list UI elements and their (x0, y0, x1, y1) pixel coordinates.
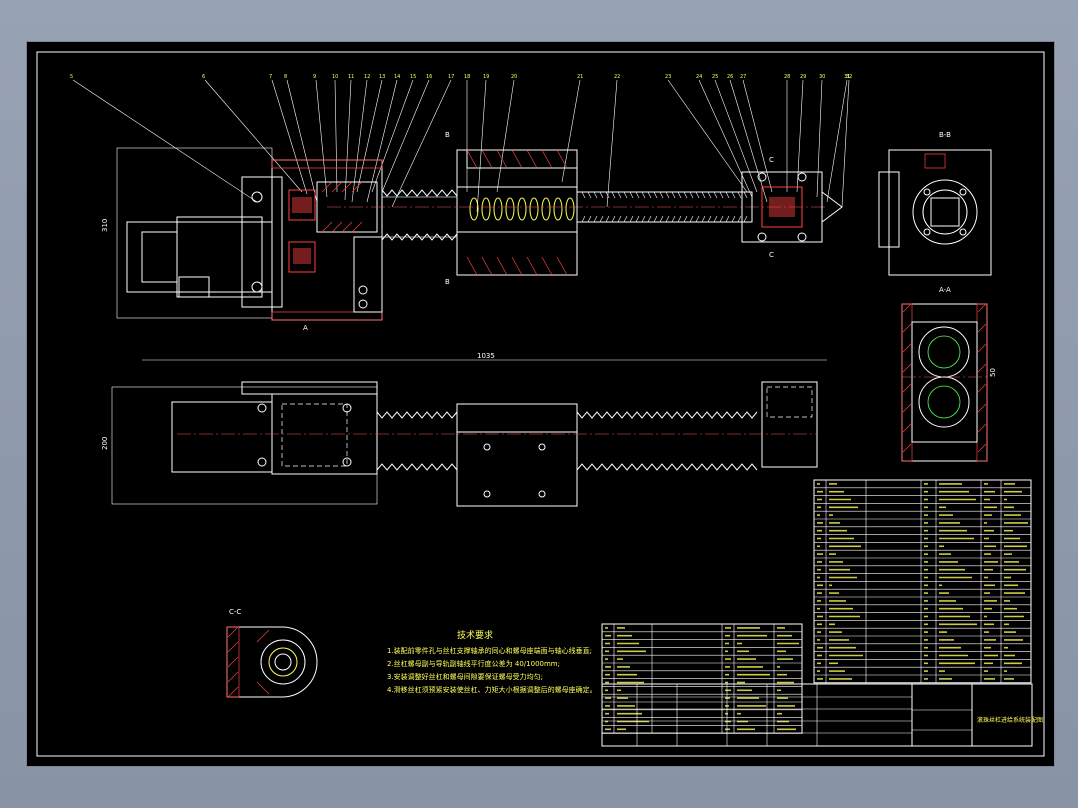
leader-line (742, 79, 773, 193)
inner-border (36, 51, 1045, 757)
dimension-height-left: 310 (101, 219, 109, 232)
ball (469, 197, 479, 221)
section-aa-label: A-A (939, 286, 951, 294)
ball (529, 197, 539, 221)
leader-line (667, 79, 748, 193)
part-balloon: 21 (577, 74, 583, 80)
part-balloon: 9 (313, 74, 316, 80)
parts-list-lower (601, 623, 803, 734)
drawing-sheet: 5 6 7 8 9 10 11 12 13 14 15 16 17 18 19 20 21 22 23 24 25 26 2… (26, 41, 1055, 767)
part-balloon: 12 (364, 74, 370, 80)
part-balloon: 23 (665, 74, 671, 80)
svg-text:A: A (303, 324, 308, 332)
dimension-gap-right: 50 (989, 368, 997, 377)
leader-line (729, 79, 768, 203)
note-2: 2.丝杠螺母副与导轨副轴线平行度公差为 40/1000mm; (387, 659, 560, 668)
part-balloon: 10 (332, 74, 338, 80)
leader-line (351, 79, 368, 203)
note-1: 1.装配前零件孔与丝杠支撑轴承的同心和螺母座端面与轴心线垂直; (387, 646, 592, 655)
leader-line (204, 79, 303, 193)
leader-line (606, 79, 618, 208)
part-balloon: 20 (511, 74, 517, 80)
leader-line (796, 79, 804, 193)
leader-line (841, 79, 850, 208)
svg-text:B: B (445, 278, 450, 286)
leader-line (496, 79, 515, 193)
leader-line (391, 79, 452, 208)
section-cc-label: C-C (229, 608, 241, 616)
parts-list-upper (813, 479, 1032, 684)
ball (493, 197, 503, 221)
part-balloon: 6 (202, 74, 205, 80)
part-balloon: 26 (727, 74, 733, 80)
lower-view: 1035 200 (101, 352, 827, 507)
part-balloon: 28 (784, 74, 790, 80)
part-balloon: 18 (464, 74, 470, 80)
part-balloon: 17 (448, 74, 454, 80)
part-balloon: 8 (284, 74, 287, 80)
part-balloon: 19 (483, 74, 489, 80)
part-balloon: 31 (844, 74, 850, 80)
ball (565, 197, 575, 221)
ball (553, 197, 563, 221)
part-balloon: 30 (819, 74, 825, 80)
leader-line (371, 79, 414, 193)
part-balloon: 15 (410, 74, 416, 80)
leader-line (476, 79, 487, 213)
part-balloons: 5 6 7 8 9 10 11 12 13 14 15 16 17 18 19 20 21 22 23 24 25 26 2… (70, 74, 852, 213)
leader-line (286, 79, 318, 203)
part-balloon: 24 (696, 74, 702, 80)
part-balloon: 25 (712, 74, 718, 80)
leader-line (344, 79, 352, 201)
leader-line (72, 79, 258, 203)
notes-title: 技术要求 (457, 629, 493, 641)
assembly-drawing: 5 6 7 8 9 10 11 12 13 14 15 16 17 18 19 20 21 22 23 24 25 26 2… (36, 51, 1045, 757)
part-balloon: 13 (379, 74, 385, 80)
svg-text:C: C (769, 156, 774, 164)
part-balloon: 32 (846, 74, 852, 80)
ball (505, 197, 515, 221)
part-balloon: 22 (614, 74, 620, 80)
technical-notes: 技术要求 1.装配前零件孔与丝杠支撑轴承的同心和螺母座端面与轴心线垂直; 2.丝… (387, 629, 597, 694)
part-balloon: 11 (348, 74, 354, 80)
drawing-title: 滚珠丝杠进给系统装配图 (977, 716, 1043, 724)
note-4: 4.滑移丝杠须预紧安装使丝杠、力矩大小根据调整后的螺母座确定。 (387, 685, 597, 694)
title-block: 滚珠丝杠进给系统装配图 (601, 683, 1043, 747)
part-balloon: 29 (800, 74, 806, 80)
part-balloon: 7 (269, 74, 272, 80)
ball (541, 197, 551, 221)
leader-line (381, 79, 430, 193)
ball-nut (469, 197, 575, 221)
section-bb: B-B (878, 131, 992, 276)
leader-line (826, 79, 848, 203)
leader-line (334, 79, 338, 193)
dimension-height-lower: 200 (101, 437, 109, 450)
ball (481, 197, 491, 221)
svg-text:C: C (769, 251, 774, 259)
main-view: B B C C A 310 (101, 131, 843, 332)
leader-line (271, 79, 308, 195)
svg-text:B: B (445, 131, 450, 139)
part-balloon: 5 (70, 74, 73, 80)
leader-line (714, 79, 758, 193)
section-bb-label: B-B (939, 131, 951, 139)
dimension-overall-length: 1035 (477, 352, 495, 360)
ball (517, 197, 527, 221)
section-cc: C-C (226, 608, 318, 698)
note-3: 3.安装调整好丝杠和螺母间隙要保证螺母受力均匀; (387, 672, 543, 681)
leader-line (315, 79, 328, 198)
leader-line (816, 79, 823, 198)
leader-line (356, 79, 383, 193)
part-balloon: 14 (394, 74, 400, 80)
section-aa: A-A 50 (901, 286, 997, 462)
part-balloon: 16 (426, 74, 432, 80)
part-balloon: 27 (740, 74, 746, 80)
leader-line (698, 79, 753, 198)
